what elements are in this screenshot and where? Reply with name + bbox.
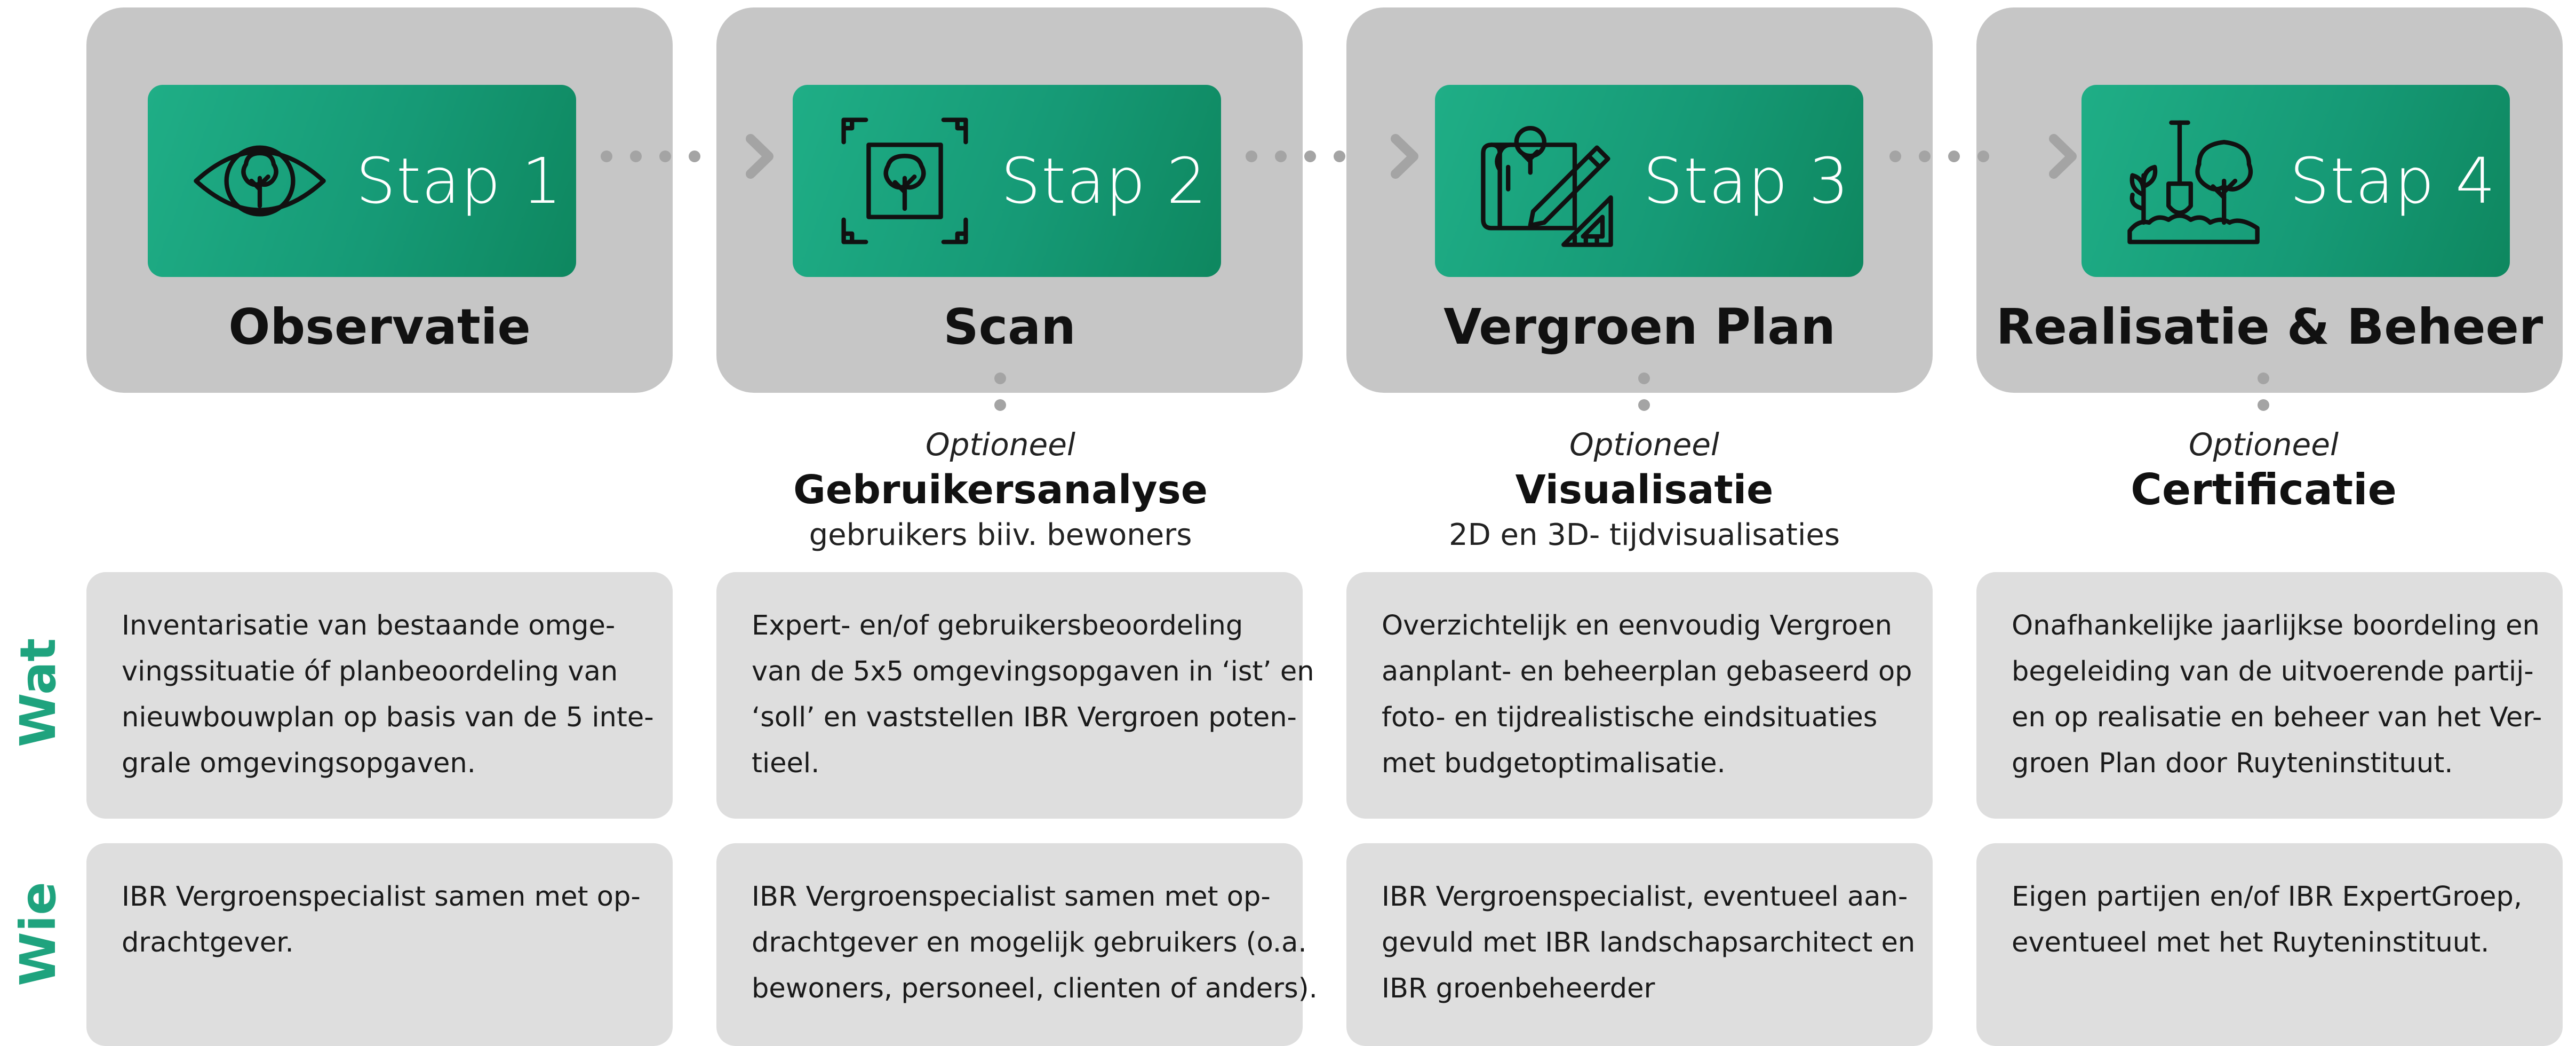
phase-box-2: Stap 2 Scan xyxy=(716,7,1303,393)
card-line: Inventarisatie van bestaande omge- xyxy=(122,610,616,641)
arrow-right-icon xyxy=(2049,134,2077,179)
optional-section-2: Optioneel Gebruikersanalyse gebruikers b… xyxy=(707,423,1294,557)
wat-card-2: Expert- en/of gebruikersbeoordeling van … xyxy=(716,572,1314,819)
card-line: IBR groenbeheerder xyxy=(1382,973,1655,1004)
wie-card-2: IBR Vergroenspecialist samen met op- dra… xyxy=(716,843,1318,1046)
optional-title: Certificatie xyxy=(2131,465,2397,514)
step-label: Stap 4 xyxy=(2290,144,2496,218)
optional-section-3: Optioneel Visualisatie 2D en 3D- tijdvis… xyxy=(1351,423,1937,557)
card-line: tieel. xyxy=(752,748,820,779)
card-line: aanplant- en beheerplan gebaseerd op xyxy=(1382,656,1912,687)
card-line: nieuwbouwplan op basis van de 5 inte- xyxy=(122,702,654,733)
optional-subtitle: gebruikers biiv. bewoners xyxy=(809,518,1192,552)
card-line: Overzichtelijk en eenvoudig Vergroen xyxy=(1382,610,1892,641)
optional-kicker: Optioneel xyxy=(2188,426,2339,463)
card-line: vingssituatie óf planbeoordeling van xyxy=(122,656,618,687)
arrow-right-icon xyxy=(746,134,773,179)
card-line: drachtgever en mogelijk gebruikers (o.a. xyxy=(752,927,1307,958)
phase-title: Observatie xyxy=(228,298,531,355)
card-line: Expert- en/of gebruikersbeoordeling xyxy=(752,610,1243,641)
card-line: drachtgever. xyxy=(122,927,294,958)
step-label: Stap 3 xyxy=(1643,144,1849,218)
row-label-wat: Wat xyxy=(10,638,67,747)
phase-box-3: Stap 3 Vergroen Plan xyxy=(1346,7,1933,393)
card-line: foto- en tijdrealistische eindsituaties xyxy=(1382,702,1878,733)
optional-kicker: Optioneel xyxy=(925,426,1076,463)
phase-title: Vergroen Plan xyxy=(1443,298,1836,355)
phase-box-1: Stap 1 Observatie xyxy=(86,7,673,393)
card-line: Eigen partijen en/of IBR ExpertGroep, xyxy=(2012,881,2523,913)
card-line: eventueel met het Ruyteninstituut. xyxy=(2012,927,2490,958)
blueprint-pencil-icon xyxy=(1478,112,1616,250)
card-line: van de 5x5 omgevingsopgaven in ‘ist’ en xyxy=(752,656,1314,687)
optional-section-4: Optioneel Certificatie xyxy=(1971,423,2557,514)
card-line: IBR Vergroenspecialist samen met op- xyxy=(752,881,1271,913)
step-badge-1: Stap 1 xyxy=(148,85,576,277)
wie-card-1: IBR Vergroenspecialist samen met op- dra… xyxy=(86,843,673,1046)
wat-card-3: Overzichtelijk en eenvoudig Vergroen aan… xyxy=(1346,572,1933,819)
wat-card-4: Onafhankelijke jaarlijkse boordeling en … xyxy=(1976,572,2563,819)
eye-tree-icon xyxy=(190,112,329,250)
card-line: begeleiding van de uitvoerende partij- xyxy=(2012,656,2534,687)
step-badge-3: Stap 3 xyxy=(1435,85,1863,277)
optional-kicker: Optioneel xyxy=(1569,426,1720,463)
optional-title: Visualisatie xyxy=(1515,467,1774,513)
shovel-plant-tree-icon xyxy=(2124,112,2263,250)
card-line: grale omgevingsopgaven. xyxy=(122,748,476,779)
card-line: gevuld met IBR landschapsarchitect en xyxy=(1382,927,1916,958)
row-label-wie: Wie xyxy=(10,882,67,986)
card-line: groen Plan door Ruyteninstituut. xyxy=(2012,748,2453,779)
card-line: en op realisatie en beheer van het Ver- xyxy=(2012,702,2542,733)
optional-subtitle: 2D en 3D- tijdvisualisaties xyxy=(1448,518,1840,552)
wat-card-1: Inventarisatie van bestaande omge- vings… xyxy=(86,572,673,819)
step-badge-4: Stap 4 xyxy=(2081,85,2510,277)
scan-frame-tree-icon xyxy=(835,112,974,250)
step-badge-2: Stap 2 xyxy=(793,85,1221,277)
phase-title: Realisatie & Beheer xyxy=(1996,298,2543,355)
wie-card-3: IBR Vergroenspecialist, eventueel aan- g… xyxy=(1346,843,1933,1046)
card-line: Onafhankelijke jaarlijkse boordeling en xyxy=(2012,610,2540,641)
step-label: Stap 2 xyxy=(1001,144,1207,218)
card-line: ‘soll’ en vaststellen IBR Vergroen poten… xyxy=(752,702,1297,733)
wie-card-4: Eigen partijen en/of IBR ExpertGroep, ev… xyxy=(1976,843,2563,1046)
phase-title: Scan xyxy=(943,298,1076,355)
card-line: met budgetoptimalisatie. xyxy=(1382,748,1726,779)
card-line: bewoners, personeel, clienten of anders)… xyxy=(752,973,1318,1004)
card-line: IBR Vergroenspecialist samen met op- xyxy=(122,881,641,913)
optional-title: Gebruikersanalyse xyxy=(793,467,1208,513)
card-line: IBR Vergroenspecialist, eventueel aan- xyxy=(1382,881,1908,913)
step-label: Stap 1 xyxy=(356,144,562,218)
arrow-right-icon xyxy=(1391,134,1418,179)
phase-box-4: Stap 4 Realisatie & Beheer xyxy=(1976,7,2563,393)
